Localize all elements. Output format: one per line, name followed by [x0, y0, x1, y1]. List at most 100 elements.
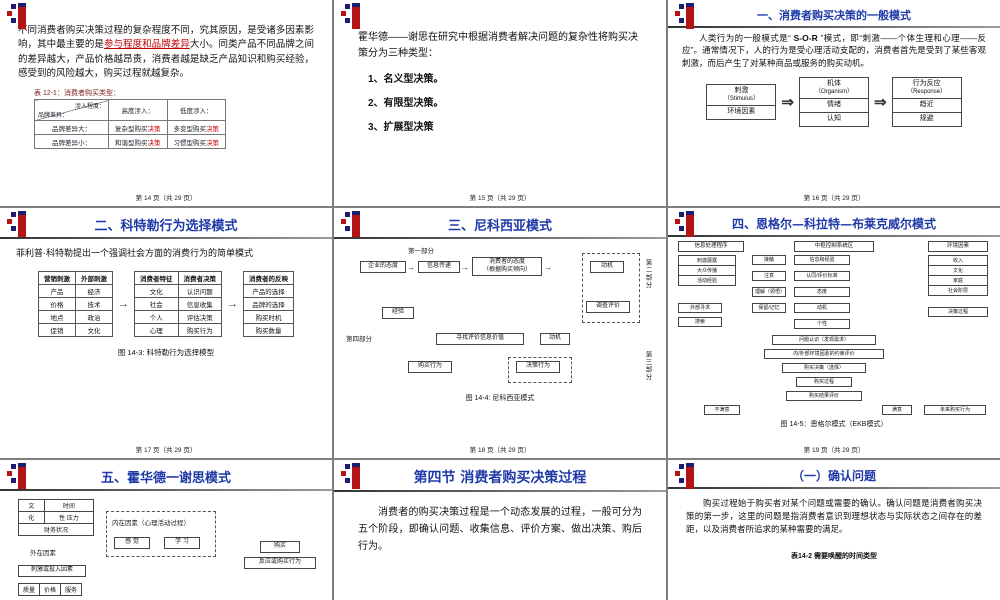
right-arrow-icon: → — [544, 263, 552, 272]
slide-15[interactable]: 霍华德——谢思在研究中根据消费者解决问题的复杂性将购买决策分为三种类型： 1、名… — [334, 0, 666, 206]
box-evaluative-criteria: 认同/评价标准 — [794, 271, 850, 282]
box-purchase-behavior: 购买行为 — [408, 361, 452, 373]
body-paragraph: 人类行为的一般模式是“ S-O-R ”模式，即“刺激——个体生理和心理——反应”… — [682, 33, 986, 68]
slide-18[interactable]: 三、尼科西亚模式 第一部分 第二部分 第四部分 第三部分 企业的态度 → 信息传… — [334, 208, 666, 458]
box-motivation-2: 动机 — [540, 333, 570, 345]
slide-title: 二、科特勒行为选择模式 — [94, 219, 238, 234]
box-experience: 经验 — [382, 307, 414, 319]
page-number: 第 15 页（共 29 页） — [469, 195, 531, 202]
box-future-purchase: 未来购买行为 — [924, 405, 986, 416]
corner-ornament-icon — [341, 3, 363, 31]
box-attitude: 态度 — [794, 287, 850, 298]
part-label: 第三部分 — [644, 351, 651, 381]
slide-20[interactable]: 五、霍华德一谢思模式 文时间 化性 压力 财务状况 外在因素 内在因素（心理活动… — [0, 460, 332, 600]
right-arrow-icon: → — [227, 298, 238, 310]
title-rule — [0, 489, 332, 491]
howard-sheth-diagram: 文时间 化性 压力 财务状况 外在因素 内在因素（心理活动过程） 感 觉 学 习… — [6, 495, 326, 600]
figure-caption: 图 14-5：恩格尔模式（EKB模式） — [780, 421, 888, 428]
slide-14[interactable]: 不同消费者购买决策过程的复杂程度不同，究其原因，是受诸多因素影响，其中最主要的是… — [0, 0, 332, 206]
table-cell: 品牌差异： — [38, 113, 69, 119]
exogenous-table: 文时间 化性 压力 财务状况 — [18, 499, 95, 536]
box-personality: 个性 — [794, 319, 850, 330]
header-environment: 环境因素 — [928, 241, 988, 252]
stimuli-table: 营销刺激外部刺激 产品经济 价格技术 地点政治 促销文化 — [38, 271, 113, 337]
box-decision-process: 决策过程 — [928, 307, 988, 318]
row-header: 品牌差异大： — [34, 120, 109, 135]
internal-factors-label: 内在因素（心理活动过程） — [112, 520, 190, 527]
sor-model-diagram: 刺激（Stimulus） 环境因素 ⇒ 机体（Organism） 情绪 认知 ⇒… — [668, 76, 1000, 127]
box-motive: 动机 — [794, 303, 850, 314]
figure-caption: 图 14-3: 科特勒行为选择模型 — [117, 348, 215, 357]
box-attention: 注意 — [752, 271, 786, 282]
nicosia-model-diagram: 第一部分 第二部分 第四部分 第三部分 企业的态度 → 信息传递 → 消费者的态… — [346, 245, 654, 403]
slide-title: 四、恩格尔—科拉特—布莱克威尔模式 — [731, 217, 936, 231]
title-rule — [0, 237, 332, 239]
table-caption: 表14-2 需要唤醒的时间类型 — [791, 552, 877, 560]
consumer-table: 消费者特征消费者决策 文化认识问题 社会信息收集 个人评估决策 心理购买行为 — [134, 271, 222, 337]
column-header: 高度涉入： — [108, 99, 168, 121]
box-purchase-decision: 购买决策（选择） — [782, 363, 866, 374]
table-cell: 复杂型购买决策 — [108, 120, 168, 135]
box-decision-behavior: 决策行为 — [516, 361, 560, 373]
box-dissatisfied: 不满意 — [704, 405, 740, 416]
page-number: 第 17 页（共 29 页） — [135, 447, 197, 454]
text-run: 大小。同类产品不同品牌之间的差异越大，产品价格越昂贵，消费者越是缺乏产品知识和购… — [18, 39, 314, 79]
purchase-type-table: 涉入程度： 品牌差异： 高度涉入： 低度涉入： 品牌差异大： 复杂型购买决策 多… — [34, 99, 226, 149]
box-comprehension: 理解（领悟） — [752, 287, 786, 298]
corner-ornament-icon — [7, 463, 29, 491]
title-rule — [668, 235, 1000, 237]
slide-22[interactable]: （一）确认问题 购买过程始于购买者对某个问题或需要的确认。确认问题是消费者购买决… — [668, 460, 1000, 600]
table-cell: 涉入程度： — [74, 104, 105, 110]
slide-21[interactable]: 第四节 消费者购买决策过程 消费者的购买决策过程是一个动态发展的过程，一般可分为… — [334, 460, 666, 600]
part-label: 第一部分 — [408, 248, 434, 255]
response-box: 行为反应（Response） 趋近 规避 — [891, 76, 962, 127]
figure-caption: 图 14-4: 尼科西亚模式 — [465, 395, 535, 402]
right-arrow-icon: → — [461, 263, 469, 272]
part2-region — [582, 253, 640, 323]
box-outcome-evaluation: 购买结果评价 — [786, 391, 862, 402]
diagonal-header-cell: 涉入程度： 品牌差异： — [34, 99, 109, 121]
slide-16[interactable]: 一、消费者购买决策的一般模式 人类行为的一般模式是“ S-O-R ”模式，即“刺… — [668, 0, 1000, 206]
title-rule — [668, 26, 1000, 28]
kotler-model-diagram: 营销刺激外部刺激 产品经济 价格技术 地点政治 促销文化 → 消费者特征消费者决… — [0, 271, 332, 337]
title-rule — [334, 237, 666, 239]
exogenous-label: 外在因素 — [30, 550, 56, 557]
organism-box: 机体（Organism） 情绪 认知 — [799, 76, 869, 127]
box-message: 信息传递 — [418, 261, 460, 273]
slide-title: 第四节 消费者购买决策过程 — [413, 470, 587, 486]
right-arrow-icon: → — [118, 298, 129, 310]
corner-ornament-icon — [341, 463, 363, 491]
body-paragraph: 不同消费者购买决策过程的复杂程度不同，究其原因，是受诸多因素影响，其中最主要的是… — [18, 24, 314, 81]
table-cell: 多变型购买决策 — [166, 120, 226, 135]
box-firm-attitude: 企业的态度 — [360, 261, 406, 273]
stimulus-box: 刺激（Stimulus） 环境因素 — [706, 83, 777, 120]
corner-ornament-icon — [675, 211, 697, 239]
box-consumer-attitude: 消费者的态度（根据购买倾向） — [472, 257, 542, 276]
part-label: 第二部分 — [644, 259, 651, 289]
box-learning: 学 习 — [164, 537, 200, 549]
slide-17[interactable]: 二、科特勒行为选择模式 菲利普·科特勒提出一个强调社会方面的消费行为的简单模式 … — [0, 208, 332, 458]
list-item: 1、名义型决策。 — [368, 74, 444, 85]
box-info-experience: 信息和经验 — [794, 255, 850, 266]
header-info-processing: 信息处理程序 — [678, 241, 744, 252]
body-paragraph: 消费者的购买决策过程是一个动态发展的过程，一般可分为五个阶段，即确认问题、收集信… — [358, 507, 642, 552]
column-header: 低度涉入： — [166, 99, 226, 121]
slide-title: 五、霍华德一谢思模式 — [100, 471, 231, 486]
right-arrow-icon: → — [407, 263, 415, 272]
slide-title: （一）确认问题 — [791, 469, 876, 483]
slide-19[interactable]: 四、恩格尔—科拉特—布莱克威尔模式 信息处理程序 中枢控制系统区 环境因素 刺激… — [668, 208, 1000, 458]
box-exposure: 接触 — [752, 255, 786, 266]
box-evaluation: 调查评价 — [586, 301, 630, 313]
stimuli-exposure-table: 刺激展露 大众传播 活动经验 — [678, 255, 736, 286]
body-paragraph: 菲利普·科特勒提出一个强调社会方面的消费行为的简单模式 — [16, 248, 253, 258]
title-rule — [334, 490, 666, 492]
box-satisfied: 满意 — [882, 405, 912, 416]
box-external-search: 外部寻求 — [678, 303, 722, 314]
box-constraints-evaluation: 内/外部环境因素的约束评价 — [764, 349, 884, 360]
box-problem-recognition: 问题认识（发现需求） — [772, 335, 876, 346]
box-search: 搜索 — [678, 317, 722, 328]
box-motivation: 动机 — [590, 261, 624, 273]
slide-title: 一、消费者购买决策的一般模式 — [757, 9, 911, 22]
right-arrow-icon: ⇒ — [781, 93, 794, 111]
